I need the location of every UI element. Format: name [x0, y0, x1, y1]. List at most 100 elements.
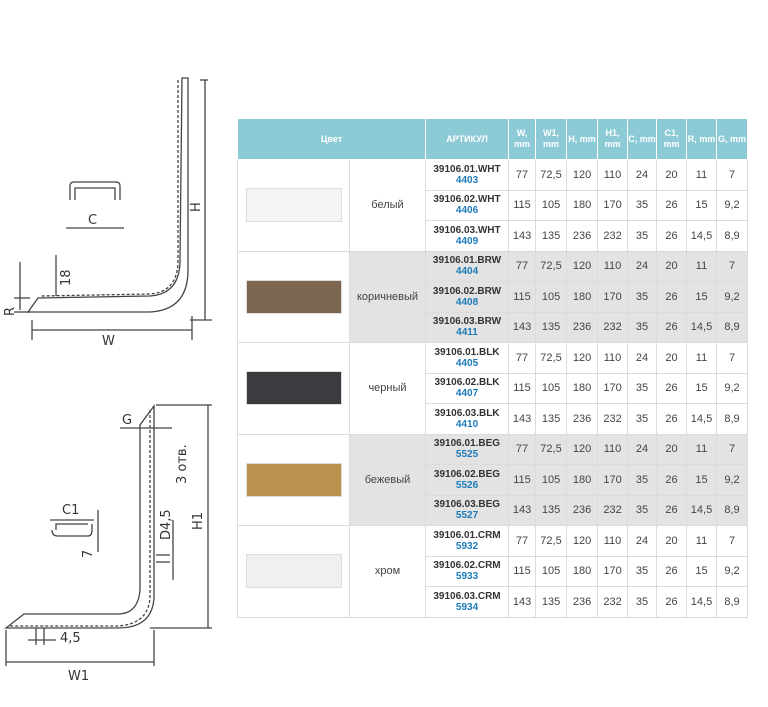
article-code: 5933 [455, 571, 479, 583]
article-number: 39106.03.BLK [434, 407, 500, 419]
dimension-value: 72,5 [535, 342, 568, 374]
dimension-value: 232 [597, 494, 629, 526]
color-swatch-cell [237, 525, 350, 618]
dimension-value: 135 [535, 311, 568, 343]
dimension-value: 105 [535, 555, 568, 587]
dimension-value: 20 [656, 433, 688, 465]
dimension-value: 143 [508, 220, 537, 252]
dimension-value: 143 [508, 586, 537, 618]
dimension-value: 143 [508, 494, 537, 526]
header-c1: C1, mm [656, 118, 688, 160]
dimension-value: 7 [716, 525, 749, 557]
article-number: 39106.02.BEG [433, 468, 501, 480]
dimension-value: 110 [597, 159, 629, 191]
dimension-value: 7 [716, 250, 749, 282]
article-number: 39106.02.BRW [432, 285, 502, 297]
dimension-value: 9,2 [716, 555, 749, 587]
article-code: 4409 [455, 235, 479, 247]
dimension-value: 105 [535, 464, 568, 496]
dimension-value: 26 [656, 311, 688, 343]
label-g: G [122, 413, 132, 428]
dimension-value: 35 [627, 189, 658, 221]
dimension-value: 232 [597, 220, 629, 252]
dimension-value: 180 [566, 464, 599, 496]
dimension-value: 105 [535, 281, 568, 313]
header-article: АРТИКУЛ [425, 118, 510, 160]
dimension-value: 20 [656, 159, 688, 191]
article-code: 4403 [455, 174, 479, 186]
header-c: C, mm [627, 118, 658, 160]
dimension-value: 11 [686, 433, 718, 465]
dimension-value: 77 [508, 159, 537, 191]
article-code: 4411 [456, 327, 478, 339]
dimension-value: 14,5 [686, 220, 718, 252]
color-name: белый [348, 159, 427, 252]
dimension-value: 77 [508, 250, 537, 282]
dimension-value: 15 [686, 281, 718, 313]
label-w: W [102, 334, 115, 349]
article-number: 39106.01.BEG [433, 438, 501, 450]
header-h1: H1, mm [597, 118, 629, 160]
article-number: 39106.02.WHT [433, 194, 501, 206]
color-name: коричневый [348, 250, 427, 343]
dimension-value: 120 [566, 433, 599, 465]
dimension-value: 77 [508, 342, 537, 374]
dimension-value: 26 [656, 372, 688, 404]
header-w1: W1, mm [535, 118, 568, 160]
dimension-value: 110 [597, 525, 629, 557]
dimension-value: 35 [627, 281, 658, 313]
dimension-value: 135 [535, 403, 568, 435]
dimension-value: 9,2 [716, 281, 749, 313]
dimension-value: 9,2 [716, 372, 749, 404]
dimension-value: 120 [566, 525, 599, 557]
dimension-value: 115 [508, 372, 537, 404]
dimension-value: 232 [597, 311, 629, 343]
dimension-value: 110 [597, 342, 629, 374]
label-45: 4,5 [60, 631, 81, 646]
dimension-value: 143 [508, 403, 537, 435]
dimension-value: 232 [597, 403, 629, 435]
product-spec-table: Цвет АРТИКУЛ W, mm W1, mm H, mm H1, mm C… [236, 118, 749, 618]
dimension-value: 72,5 [535, 525, 568, 557]
label-c1: C1 [62, 503, 79, 518]
article-number: 39106.01.CRM [433, 529, 501, 541]
dimension-value: 35 [627, 311, 658, 343]
article-number: 39106.03.WHT [433, 224, 501, 236]
dimension-value: 232 [597, 586, 629, 618]
article-code: 4406 [455, 205, 479, 217]
dimension-value: 26 [656, 220, 688, 252]
header-g: G, mm [716, 118, 749, 160]
dimension-value: 26 [656, 189, 688, 221]
color-name: черный [348, 342, 427, 435]
dimension-value: 8,9 [716, 220, 749, 252]
dimension-value: 20 [656, 342, 688, 374]
header-color: Цвет [236, 118, 427, 160]
dimension-value: 35 [627, 494, 658, 526]
article-code: 5526 [455, 479, 479, 491]
dimension-value: 170 [597, 189, 629, 221]
dimension-value: 35 [627, 372, 658, 404]
dimension-value: 26 [656, 586, 688, 618]
label-d45: D4,5 [159, 509, 174, 540]
dimension-value: 35 [627, 586, 658, 618]
dimension-value: 26 [656, 494, 688, 526]
article-code: 4410 [455, 418, 479, 430]
label-w1: W1 [68, 669, 89, 684]
dimension-value: 7 [716, 342, 749, 374]
dimension-value: 77 [508, 525, 537, 557]
article-number: 39106.03.BEG [433, 499, 501, 511]
article-number: 39106.01.BRW [432, 255, 502, 267]
article-code: 4407 [455, 388, 479, 400]
label-h: H [189, 202, 204, 212]
dimension-value: 15 [686, 189, 718, 221]
